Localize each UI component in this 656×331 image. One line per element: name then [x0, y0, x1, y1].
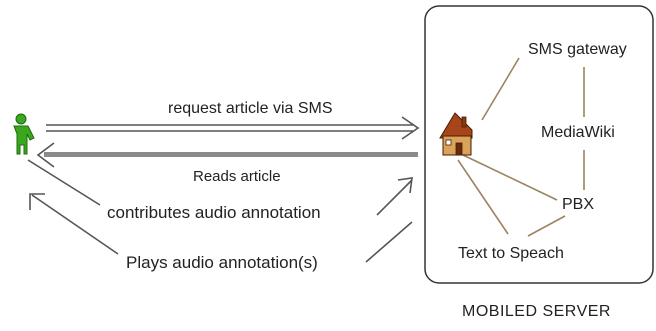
request-arrow: [46, 116, 420, 140]
tts-label: Text to Speach: [458, 245, 564, 262]
server-connectors: [457, 57, 585, 237]
connector-house-pbx: [462, 154, 558, 201]
contributes-arrow: [27, 159, 413, 216]
pbx-label: PBX: [562, 196, 595, 213]
connector-pbx-tts: [527, 215, 566, 237]
user-icon: [13, 113, 35, 155]
connector-house-sms: [481, 57, 520, 121]
house-icon: [439, 112, 473, 156]
reads-label: Reads article: [193, 168, 281, 185]
request-label: request article via SMS: [168, 100, 333, 117]
mediawiki-label: MediaWiki: [541, 124, 615, 141]
connector-house-tts: [457, 159, 509, 235]
server-title: MOBILED SERVER: [462, 303, 611, 320]
plays-arrow: [29, 193, 413, 263]
sms-gateway-label: SMS gateway: [528, 41, 627, 58]
server-box: [424, 5, 654, 284]
plays-label: Plays audio annotation(s): [126, 253, 318, 272]
reads-arrow: [36, 142, 418, 168]
contributes-label: contributes audio annotation: [107, 203, 321, 222]
